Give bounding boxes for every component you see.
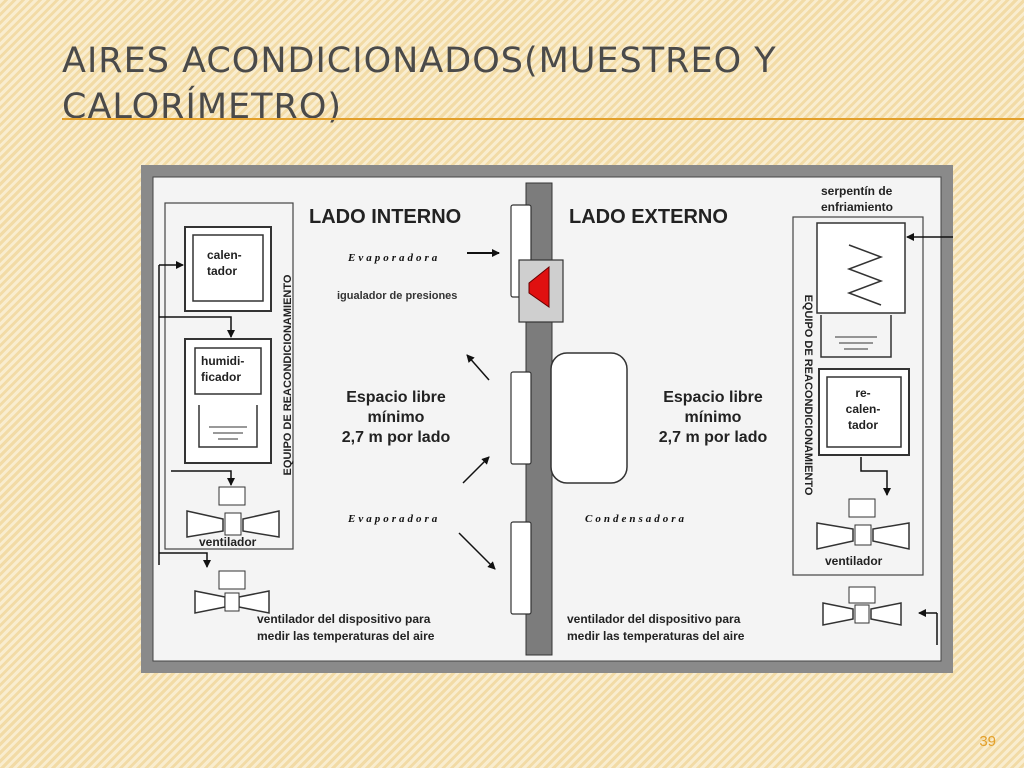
right-free-space-line3: 2,7 m por lado [659, 429, 768, 446]
left-equipment-vertical-label: EQUIPO DE REACONDICIONAMIENTO [282, 274, 294, 475]
right-reconditioning-enclosure [792, 216, 924, 576]
reheater-label-line1: re- [855, 386, 870, 400]
reheater-box [826, 376, 902, 448]
right-water-tank [820, 315, 892, 358]
humidifier-label-line2: ficador [201, 370, 241, 384]
evaporator-unit-middle [510, 371, 532, 465]
title-underline [62, 118, 1024, 120]
right-side-heading: LADO EXTERNO [569, 206, 728, 228]
evaporator-unit-bottom [510, 521, 532, 615]
cooling-coil-label-line2: enfriamiento [821, 200, 893, 214]
left-fan-label: ventilador [199, 535, 257, 549]
right-measurement-label-line2: medir las temperaturas del aire [567, 629, 745, 643]
reheater-label-line2: calen- [846, 402, 881, 416]
duct-reheater-to-fan [860, 457, 891, 496]
left-measurement-fan-icon [194, 570, 270, 614]
right-fan-label: ventilador [825, 554, 883, 568]
reheater-label-line3: tador [848, 418, 878, 432]
heater-label-line1: calen- [207, 248, 242, 262]
condenser-unit [550, 352, 628, 484]
diagram-svg: LADO INTERNO LADO EXTERNO Evaporadora ig… [141, 165, 953, 673]
right-free-space-line2: mínimo [685, 409, 742, 426]
pressure-equalizer-valve [528, 265, 550, 308]
right-equipment-vertical-label: EQUIPO DE REACONDICIONAMIENTO [802, 295, 814, 496]
cooling-coil-box [816, 222, 906, 314]
humidifier-box [194, 347, 262, 395]
left-measurement-label-line2: medir las temperaturas del aire [257, 629, 435, 643]
right-free-space-line1: Espacio libre [663, 389, 763, 406]
left-free-space-line3: 2,7 m por lado [342, 429, 451, 446]
right-measurement-fan-icon [822, 586, 902, 626]
evaporator-label-bottom: Evaporadora [347, 513, 440, 525]
left-fan-icon [186, 486, 280, 538]
duct-humidifier-to-fan [171, 470, 235, 486]
right-fan-icon [816, 498, 910, 550]
heater-label-line2: tador [207, 264, 237, 278]
duct-to-measurement-fan [159, 552, 211, 568]
pressure-equalizer-label: igualador de presiones [337, 290, 457, 302]
calorimeter-diagram: LADO INTERNO LADO EXTERNO Evaporadora ig… [141, 165, 953, 673]
left-free-space-line2: mínimo [368, 409, 425, 426]
right-measurement-label-line1: ventilador del dispositivo para [567, 612, 741, 626]
left-side-heading: LADO INTERNO [309, 206, 461, 228]
heater-box [192, 234, 264, 302]
cooling-coil-icon [846, 244, 884, 306]
airflow-arrow-in [462, 456, 490, 484]
left-reconditioning-enclosure [164, 202, 294, 550]
airflow-arrow-up [466, 354, 490, 381]
left-free-space-line1: Espacio libre [346, 389, 446, 406]
cooling-coil-label-line1: serpentín de [821, 184, 893, 198]
evaporator-label-top: Evaporadora [347, 252, 440, 264]
duct-heater-to-humidifier [159, 316, 235, 338]
left-measurement-label-line1: ventilador del dispositivo para [257, 612, 431, 626]
condenser-label: Condensadora [585, 513, 687, 525]
humidifier-label-line1: humidi- [201, 354, 244, 368]
slide-title: AIRES ACONDICIONADOS(MUESTREO Y CALORÍME… [62, 41, 777, 127]
page-number: 39 [979, 733, 996, 750]
airflow-arrow-down [458, 532, 496, 570]
humidifier-water-tank [198, 405, 258, 448]
